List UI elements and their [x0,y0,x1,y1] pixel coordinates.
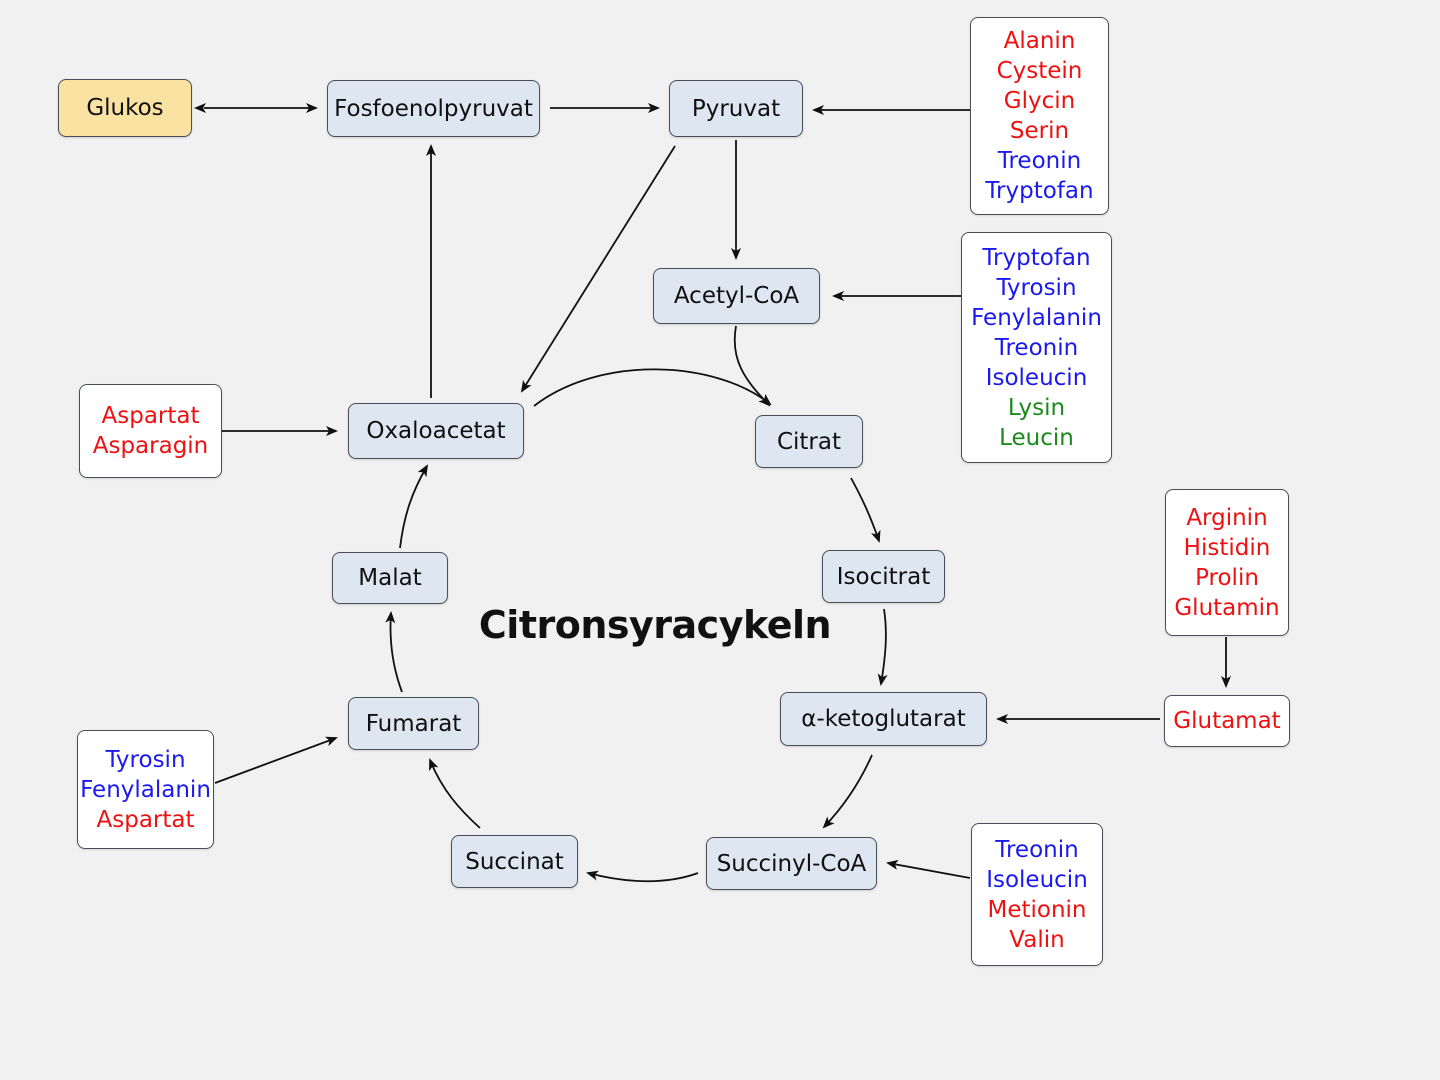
node-fumarat: Fumarat [348,697,479,750]
amino-acid-item: Metionin [987,896,1087,923]
amino-acid-item: Tyrosin [996,274,1077,301]
node-isocitrat: Isocitrat [822,550,945,603]
amino-acid-item: Isoleucin [986,866,1088,893]
amino-acid-item: Aspartat [101,403,200,429]
arrow-succinyl-sources [886,859,971,879]
amino-acid-item: Tyrosin [105,746,186,773]
node-citrat: Citrat [755,415,863,468]
amino-acid-item: Treonin [997,148,1082,174]
node-glutamat: Glutamat [1164,695,1290,747]
arrow-isocitrat-ketoglutarat [877,608,888,686]
node-glukos: Glukos [58,79,192,137]
amino-acid-item: Leucin [999,424,1074,451]
diagram-title: Citronsyracykeln [478,603,832,647]
amino-acid-item: Treonin [994,334,1079,361]
arrow-ketoglutarat-succinyl-coa [822,754,873,829]
arrow-pyruvat-oxaloacetat [520,145,676,393]
arrow-fumarat-sources [214,736,338,784]
arrow-acetyl-coa-citrat [733,325,771,407]
amino-acid-item: Treonin [995,836,1079,863]
amino-acid-item: Serin [1009,118,1070,144]
amino-acid-item: Lysin [1007,394,1066,421]
amino-acid-item: Histidin [1183,534,1271,561]
node-succinyl-coa: Succinyl-CoA [706,837,877,890]
amino-acid-item: Tryptofan [985,178,1094,204]
amino-acid-item: Fenylalanin [80,776,211,803]
arrow-succinyl-coa-succinat [586,870,699,883]
arrow-succinat-fumarat [429,758,481,829]
node-malat: Malat [332,552,448,604]
amino-acid-item: Alanin [1003,28,1076,54]
amino-acid-item: Valin [1009,926,1065,953]
amino-acid-item: Cystein [996,58,1083,84]
amino-acid-item: Fenylalanin [971,304,1102,331]
node-fosfoenolpyruvat: Fosfoenolpyruvat [327,80,540,137]
amino-acid-item: Arginin [1186,504,1268,531]
node-oxaloacetat: Oxaloacetat [348,403,524,459]
amino-acid-item: Aspartat [96,806,195,833]
node-pyruvat: Pyruvat [669,80,803,137]
amino-acid-item: Isoleucin [985,364,1088,391]
arrow-citrat-isocitrat [850,477,881,543]
amino-acid-item: Glycin [1003,88,1076,114]
amino-acid-item: Asparagin [92,433,209,459]
arrow-oxaloacetat-citrat [533,368,772,407]
amino-acid-item: Prolin [1195,564,1259,591]
amino-acid-item: Tryptofan [982,244,1091,271]
node-acetyl-coa: Acetyl-CoA [653,268,820,324]
amino-acid-item: Glutamin [1174,594,1280,621]
node-succinat: Succinat [451,835,578,888]
node-alfa-ketoglutarat: α-ketoglutarat [780,692,987,746]
arrow-fumarat-malat [385,611,403,693]
arrow-malat-oxaloacetat [399,464,428,549]
